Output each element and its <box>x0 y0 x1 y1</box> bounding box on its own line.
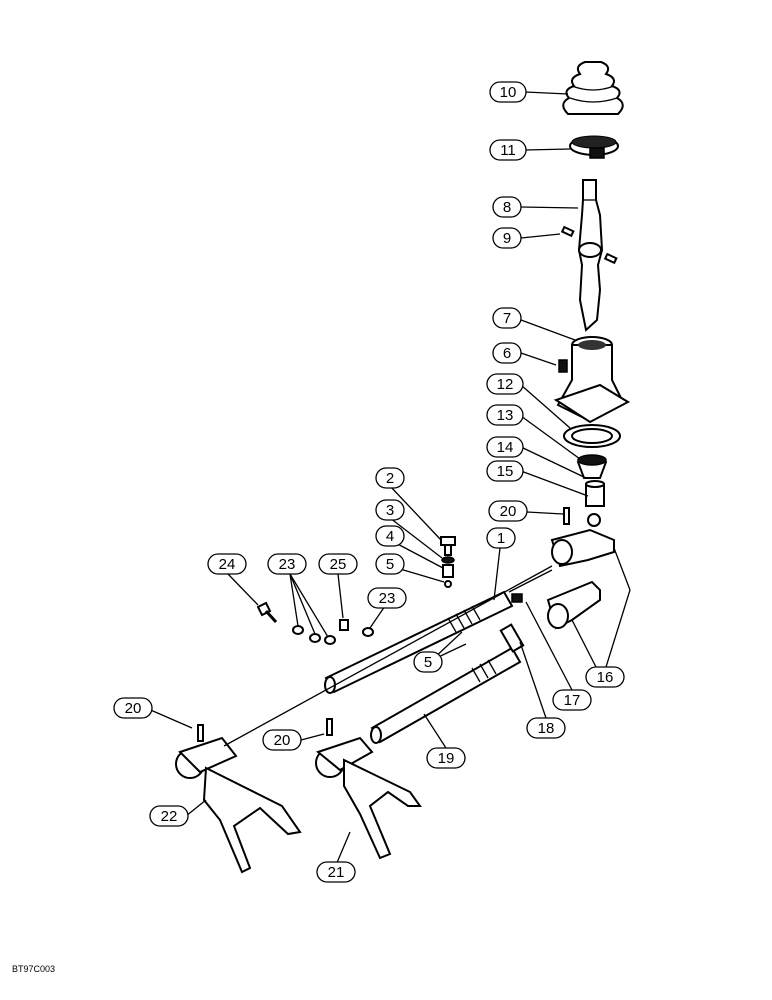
clamp-part-11 <box>569 135 619 159</box>
svg-text:25: 25 <box>330 556 347 573</box>
svg-text:1: 1 <box>497 530 505 547</box>
svg-text:6: 6 <box>503 345 511 362</box>
svg-text:14: 14 <box>497 439 514 456</box>
svg-text:19: 19 <box>438 750 455 767</box>
callout-20-upper: 20 <box>488 500 528 522</box>
fork-part-22 <box>175 724 302 874</box>
svg-text:7: 7 <box>503 310 511 327</box>
pin-part-20-upper <box>563 507 601 527</box>
callout-18: 18 <box>526 717 566 739</box>
seat-part-13 <box>576 454 608 479</box>
svg-text:3: 3 <box>386 502 394 519</box>
callout-21: 21 <box>316 861 356 883</box>
svg-text:9: 9 <box>503 230 511 247</box>
svg-text:21: 21 <box>328 864 345 881</box>
svg-text:22: 22 <box>161 808 178 825</box>
callout-9: 9 <box>492 227 522 249</box>
callout-1: 1 <box>486 527 516 549</box>
svg-text:8: 8 <box>503 199 511 216</box>
callout-23-right: 23 <box>367 587 407 609</box>
leader-lines <box>145 91 631 866</box>
callout-10: 10 <box>489 81 527 103</box>
callout-25: 25 <box>318 553 358 575</box>
fork-part-21 <box>315 718 422 860</box>
hardware-parts-23-25 <box>256 601 374 645</box>
callout-24: 24 <box>207 553 247 575</box>
svg-text:10: 10 <box>500 84 517 101</box>
plate-part-18 <box>499 593 525 653</box>
gasket-part-12 <box>563 424 621 448</box>
svg-text:20: 20 <box>500 503 517 520</box>
shift-block-part-16 <box>546 528 615 630</box>
callout-2: 2 <box>375 467 405 489</box>
svg-text:15: 15 <box>497 463 514 480</box>
callout-12: 12 <box>486 373 524 395</box>
callout-8: 8 <box>492 196 522 218</box>
detent-stack-parts-2-5 <box>440 536 456 588</box>
svg-text:16: 16 <box>597 669 614 686</box>
svg-text:2: 2 <box>386 470 394 487</box>
housing-part-7 <box>553 336 631 424</box>
svg-text:18: 18 <box>538 720 555 737</box>
callout-6: 6 <box>492 342 522 364</box>
shaft-part-1 <box>324 569 553 694</box>
boot-part-10 <box>562 61 624 115</box>
callout-7: 7 <box>492 307 522 329</box>
callout-22: 22 <box>149 805 189 827</box>
callout-5-lower: 5 <box>413 651 443 673</box>
svg-text:23: 23 <box>379 590 396 607</box>
svg-text:11: 11 <box>500 142 516 159</box>
callout-19: 19 <box>426 747 466 769</box>
callout-4: 4 <box>375 525 405 547</box>
figure-code: BT97C003 <box>12 964 55 974</box>
callout-16: 16 <box>585 666 625 688</box>
svg-text:13: 13 <box>497 407 514 424</box>
svg-text:24: 24 <box>219 556 236 573</box>
pin-part-9 <box>560 225 618 265</box>
callout-5-upper: 5 <box>375 553 405 575</box>
callout-23-left: 23 <box>267 553 307 575</box>
callout-15: 15 <box>486 460 524 482</box>
svg-text:5: 5 <box>386 556 394 573</box>
shaft-part-19 <box>370 646 522 744</box>
svg-text:17: 17 <box>564 692 581 709</box>
svg-text:23: 23 <box>279 556 296 573</box>
svg-text:12: 12 <box>497 376 514 393</box>
svg-text:4: 4 <box>386 528 394 545</box>
callout-20-middle: 20 <box>262 729 302 751</box>
svg-text:20: 20 <box>274 732 291 749</box>
callout-20-left: 20 <box>113 697 153 719</box>
callout-17: 17 <box>552 689 592 711</box>
callout-13: 13 <box>486 404 524 426</box>
svg-text:20: 20 <box>125 700 142 717</box>
callout-14: 14 <box>486 436 524 458</box>
svg-text:5: 5 <box>424 654 432 671</box>
shift-lever-part-8 <box>577 179 604 332</box>
bushing-part-15 <box>585 480 605 507</box>
callout-11: 11 <box>489 139 527 161</box>
plug-part-6 <box>558 359 568 373</box>
callout-3: 3 <box>375 499 405 521</box>
